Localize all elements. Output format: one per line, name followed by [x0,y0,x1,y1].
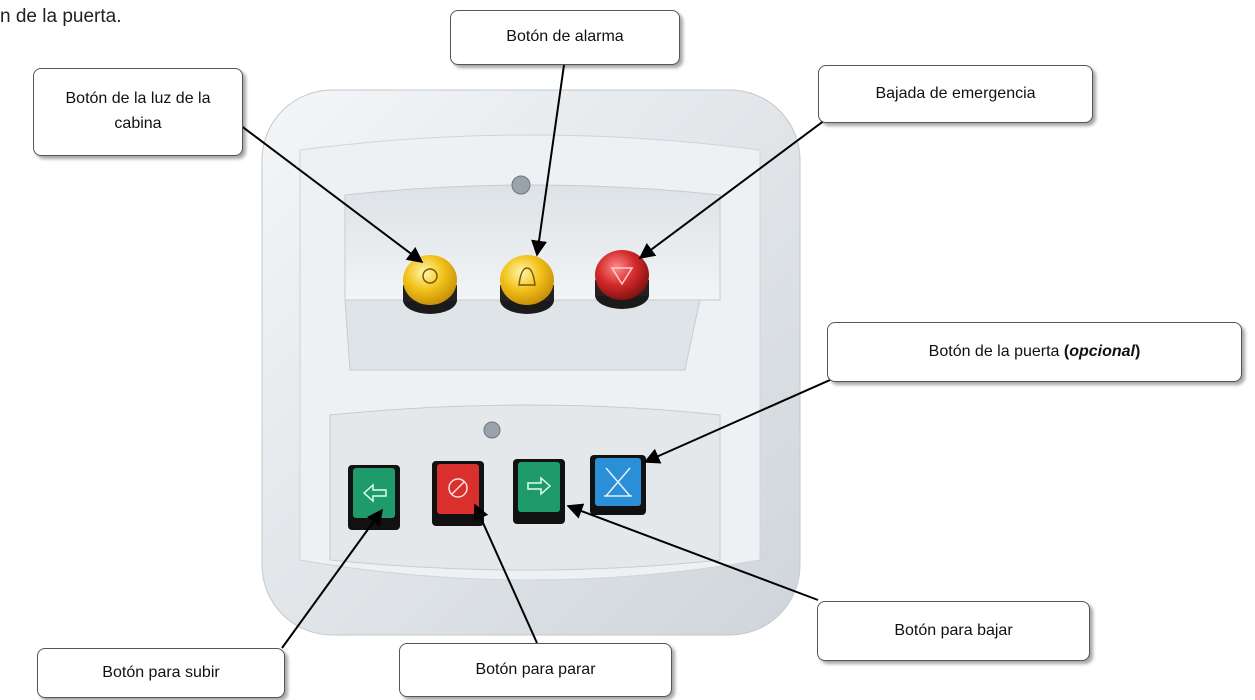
right-arrow-icon [527,476,552,496]
callout-door-text: Botón de la puerta (opcional) [929,340,1141,365]
door-button[interactable] [590,455,646,515]
callout-alarm: Botón de alarma [450,10,680,65]
callout-door: Botón de la puerta (opcional) [827,322,1242,382]
light-bulb-icon [422,268,438,284]
stop-icon [448,478,468,498]
alarm-button[interactable] [500,255,554,314]
callout-arrows [239,64,831,649]
stop-button[interactable] [432,461,484,526]
cabin-light-button[interactable] [403,255,457,314]
left-arrow-icon [362,483,387,503]
callout-cabin-light: Botón de la luz de la cabina [33,68,243,156]
bell-icon [518,267,536,286]
up-button[interactable] [348,465,400,530]
down-button[interactable] [513,459,565,524]
panel-body [261,89,801,636]
callout-door-optional-word: opcional [1069,342,1135,360]
emergency-descent-button[interactable] [595,250,649,309]
callout-up: Botón para subir [37,648,285,698]
callout-cabin-light-text: Botón de la luz de la cabina [65,90,211,132]
top-screw [511,175,531,195]
intro-text-fragment: n de la puerta. [0,6,122,27]
callout-door-label: Botón de la puerta [928,342,1064,360]
callout-emergency-descent: Bajada de emergencia [818,65,1093,123]
callout-down-text: Botón para bajar [894,621,1013,639]
callout-stop-text: Botón para parar [475,660,596,678]
callout-down: Botón para bajar [817,601,1090,661]
callout-door-paren-close: ) [1135,342,1141,360]
callout-alarm-text: Botón de alarma [506,28,624,46]
callout-emergency-descent-text: Bajada de emergencia [875,84,1036,102]
door-icon [604,467,632,497]
callout-door-paren-open: ( [1063,342,1070,360]
bottom-screw [483,421,501,439]
emergency-descent-icon [610,267,634,286]
callout-up-text: Botón para subir [102,663,220,681]
callout-stop: Botón para parar [399,643,672,697]
callout-door-optional: (opcional) [1064,343,1140,360]
